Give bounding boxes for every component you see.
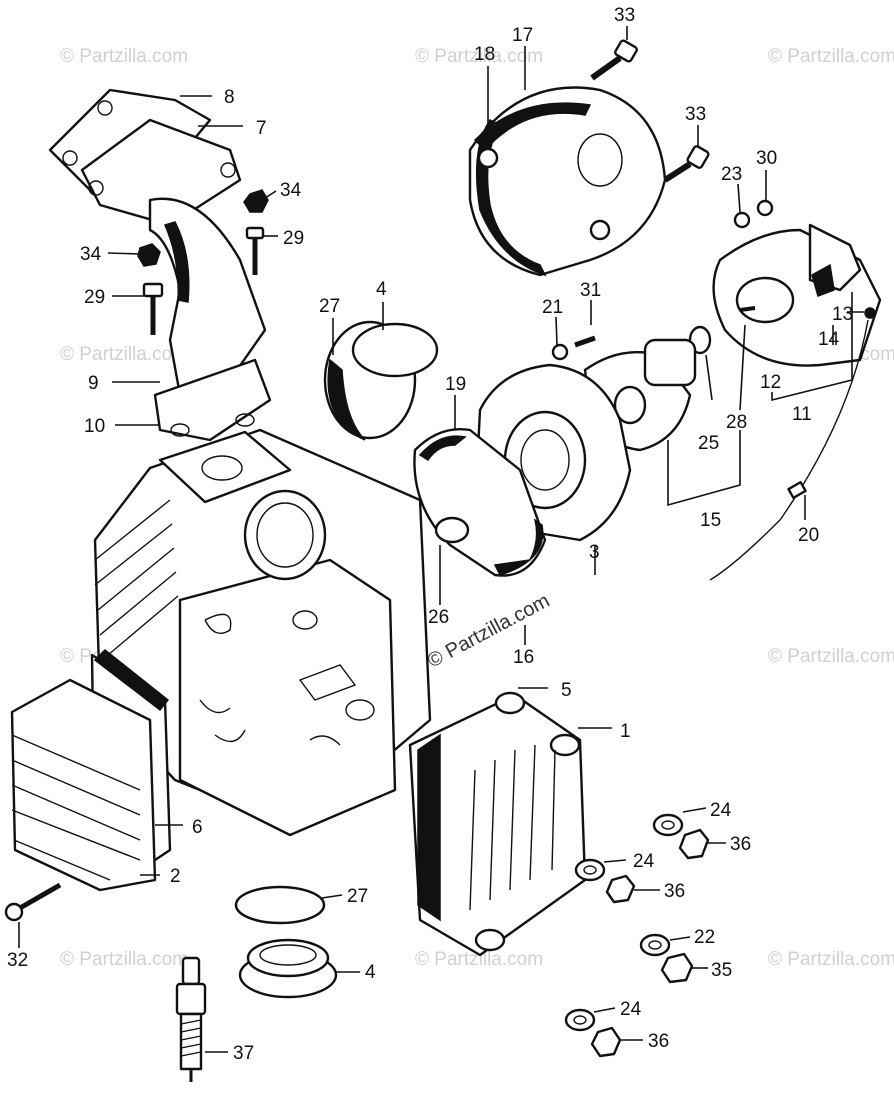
exhaust-cover (10, 648, 172, 892)
callout-29: 29 (84, 287, 105, 308)
callout-2: 2 (170, 866, 181, 887)
callout-33: 33 (614, 5, 635, 26)
nut-34-lower (137, 243, 161, 267)
watermark: © Partzilla.com (60, 344, 188, 365)
callout-8: 8 (224, 87, 235, 108)
callout-30: 30 (756, 148, 777, 169)
callout-6: 6 (192, 817, 203, 838)
callout-12: 12 (760, 372, 781, 393)
tappet-cap-upper (323, 320, 439, 441)
callout-26: 26 (428, 607, 449, 628)
washer-nut-set-4 (564, 1008, 622, 1058)
cam-cover (468, 86, 667, 277)
callout-15: 15 (700, 510, 721, 531)
callout-32: 32 (7, 950, 28, 971)
cylinder-block (93, 428, 432, 837)
callout-27: 27 (319, 296, 340, 317)
o-ring-27-lower (234, 885, 326, 925)
callout-36: 36 (730, 834, 751, 855)
watermark: © Partzilla.com (768, 46, 894, 67)
screw-31 (574, 335, 596, 348)
callout-22: 22 (694, 927, 715, 948)
callout-33: 33 (685, 104, 706, 125)
callout-28: 28 (726, 412, 747, 433)
callout-37: 37 (233, 1043, 254, 1064)
callout-11: 11 (792, 404, 812, 425)
callout-10: 10 (84, 416, 105, 437)
callout-35: 35 (711, 960, 732, 981)
callout-25: 25 (698, 433, 719, 454)
screw-28 (739, 306, 756, 312)
callout-3: 3 (589, 542, 600, 563)
watermark-layer: © Partzilla.com © Partzilla.com © Partzi… (60, 46, 894, 970)
callout-9: 9 (88, 373, 99, 394)
watermark: © Partzilla.com (60, 949, 188, 970)
callout-17: 17 (512, 25, 533, 46)
leader-lines (18, 26, 864, 1053)
watermark: © Partzilla.com (415, 46, 543, 67)
spark-plug (175, 956, 207, 1082)
callout-4: 4 (376, 279, 387, 300)
callout-1: 1 (620, 721, 631, 742)
washer-nut-set-2 (574, 858, 636, 904)
intake-pipe (48, 88, 272, 442)
breaker-plate (709, 223, 882, 581)
bolt-33-lower (663, 145, 710, 183)
bolt-29-lower (142, 282, 164, 335)
bolt-33-upper (590, 39, 638, 81)
watermark: © Partzilla.com (415, 949, 543, 970)
callout-34: 34 (80, 244, 102, 265)
screw-32 (4, 882, 62, 922)
callout-labels: 8 7 34 29 34 29 9 10 27 4 18 17 33 33 23… (7, 5, 853, 1064)
callout-20: 20 (798, 525, 819, 546)
callout-13: 13 (832, 304, 853, 325)
watermark: © Partzilla.com (768, 646, 894, 667)
callout-16: 16 (513, 647, 534, 668)
callout-14: 14 (818, 329, 840, 350)
washer-21 (551, 343, 569, 361)
callout-24: 24 (710, 800, 732, 821)
callout-29: 29 (283, 228, 304, 249)
head-cover (408, 691, 587, 957)
callout-36: 36 (648, 1031, 669, 1052)
callout-31: 31 (580, 280, 601, 301)
callout-24: 24 (633, 851, 655, 872)
callout-21: 21 (542, 297, 563, 318)
callout-4: 4 (365, 962, 376, 983)
watermark: © Partzilla.com (60, 46, 188, 67)
washer-23 (733, 211, 751, 229)
callout-27: 27 (347, 886, 368, 907)
callout-7: 7 (256, 118, 267, 139)
callout-23: 23 (721, 164, 742, 185)
gasket-19 (413, 428, 547, 577)
callout-5: 5 (561, 680, 572, 701)
watermark: © Partzilla.com (768, 949, 894, 970)
nut-34-upper (243, 189, 269, 213)
callout-24: 24 (620, 999, 642, 1020)
tappet-cap-lower (238, 938, 338, 999)
bolt-29-upper (245, 226, 265, 275)
washer-nut-set-1 (652, 813, 710, 860)
callout-18: 18 (474, 44, 495, 65)
callout-36: 36 (664, 881, 685, 902)
callout-34: 34 (280, 180, 302, 201)
screw-30 (756, 199, 774, 217)
washer-nut-set-3 (639, 933, 694, 984)
callout-19: 19 (445, 374, 466, 395)
